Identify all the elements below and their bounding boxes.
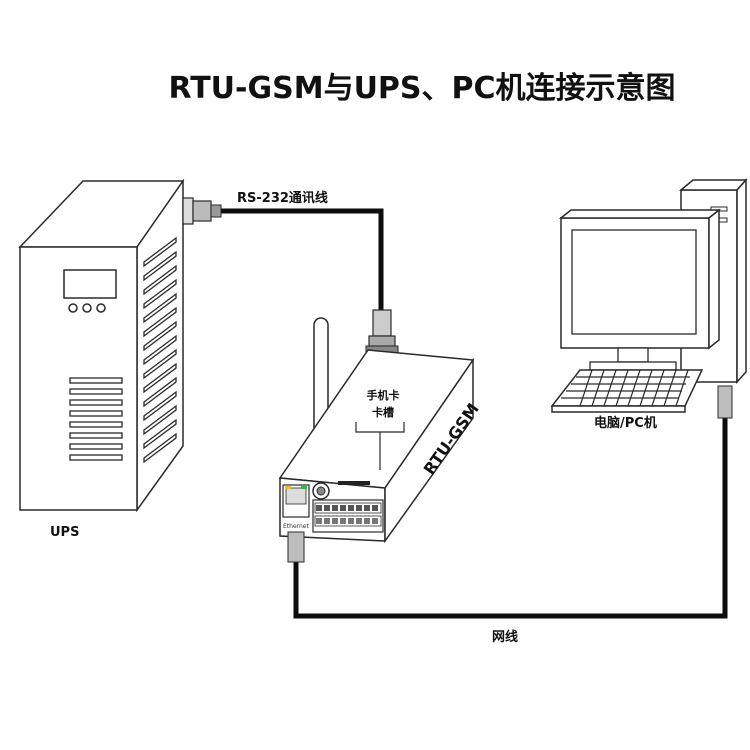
rs232-cable <box>221 208 384 312</box>
rtu-gsm-device: Ethernet RTU-GSM <box>278 317 483 544</box>
terminal-block <box>312 499 384 533</box>
sim-card-slot <box>338 481 370 485</box>
ups-side-vents <box>143 236 177 464</box>
network-cable-plug-pc <box>717 385 733 419</box>
rtu-serial-connector <box>365 309 399 357</box>
pc-label: 电脑/PC机 <box>594 415 657 431</box>
pc-screen <box>571 229 697 335</box>
pc-computer <box>550 178 748 413</box>
diagram-title: RTU-GSM与UPS、PC机连接示意图 <box>168 71 675 106</box>
ethernet-led-green <box>301 486 307 489</box>
ethernet-port <box>282 484 310 518</box>
ups-button <box>82 303 92 313</box>
pc-monitor <box>558 208 722 371</box>
ethernet-led-yellow <box>285 486 291 489</box>
ups-unit <box>18 178 222 513</box>
ups-display <box>63 269 117 299</box>
ups-front-vents <box>69 377 123 461</box>
ups-serial-connector <box>182 197 222 225</box>
rs232-label: RS-232通讯线 <box>237 190 328 206</box>
network-cable-plug-rtu <box>287 531 305 563</box>
network-cable <box>293 415 728 619</box>
ups-button <box>68 303 78 313</box>
pc-keyboard <box>550 369 704 413</box>
ups-button <box>96 303 106 313</box>
sim-slot-label-line1: 手机卡 <box>367 388 400 402</box>
sim-slot-pointer <box>355 422 405 470</box>
ethernet-port-label: Ethernet <box>283 523 309 530</box>
network-label: 网线 <box>492 629 518 645</box>
sim-slot-label-line2: 卡槽 <box>372 405 394 419</box>
ups-label: UPS <box>50 525 79 540</box>
